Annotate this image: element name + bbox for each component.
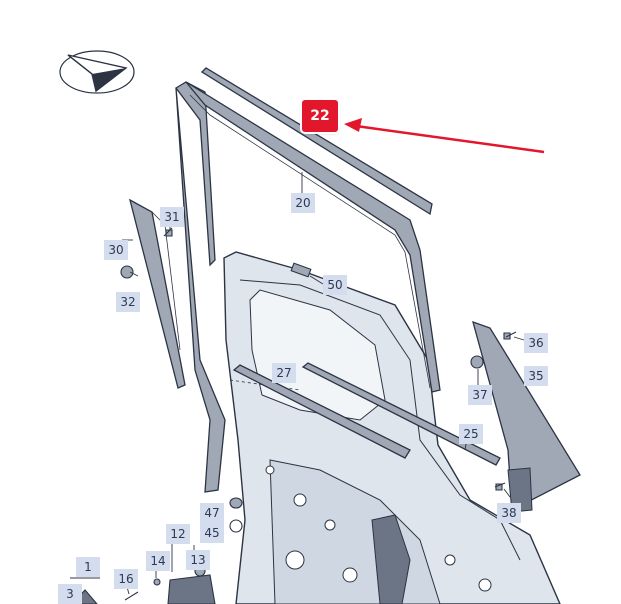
callout-50[interactable]: 50	[323, 275, 347, 295]
callout-20[interactable]: 20	[291, 193, 315, 213]
callout-25[interactable]: 25	[459, 424, 483, 444]
orientation-arrow-icon	[59, 50, 135, 94]
callout-22-highlight[interactable]: 22	[302, 100, 338, 132]
callout-36[interactable]: 36	[524, 333, 548, 353]
fasteners	[71, 227, 517, 604]
callout-38[interactable]: 38	[497, 503, 521, 523]
callout-27[interactable]: 27	[272, 363, 296, 383]
callout-14[interactable]: 14	[146, 551, 170, 571]
callout-45[interactable]: 45	[200, 523, 224, 543]
callout-1[interactable]: 1	[76, 557, 100, 577]
callout-30[interactable]: 30	[104, 240, 128, 260]
callout-16[interactable]: 16	[114, 569, 138, 589]
callout-32[interactable]: 32	[116, 292, 140, 312]
callout-3[interactable]: 3	[58, 584, 82, 604]
highlight-arrow	[344, 118, 545, 154]
callout-37[interactable]: 37	[468, 385, 492, 405]
callout-12[interactable]: 12	[166, 524, 190, 544]
callout-47[interactable]: 47	[200, 503, 224, 523]
callout-35[interactable]: 35	[524, 366, 548, 386]
pillar-trim-right	[472, 320, 581, 513]
belt-molding-inner	[301, 362, 501, 466]
upper-guide-strip	[200, 67, 433, 216]
window-frame-seal	[175, 81, 441, 493]
callout-13[interactable]: 13	[186, 550, 210, 570]
callout-31[interactable]: 31	[160, 207, 184, 227]
belt-molding-outer	[232, 364, 411, 459]
